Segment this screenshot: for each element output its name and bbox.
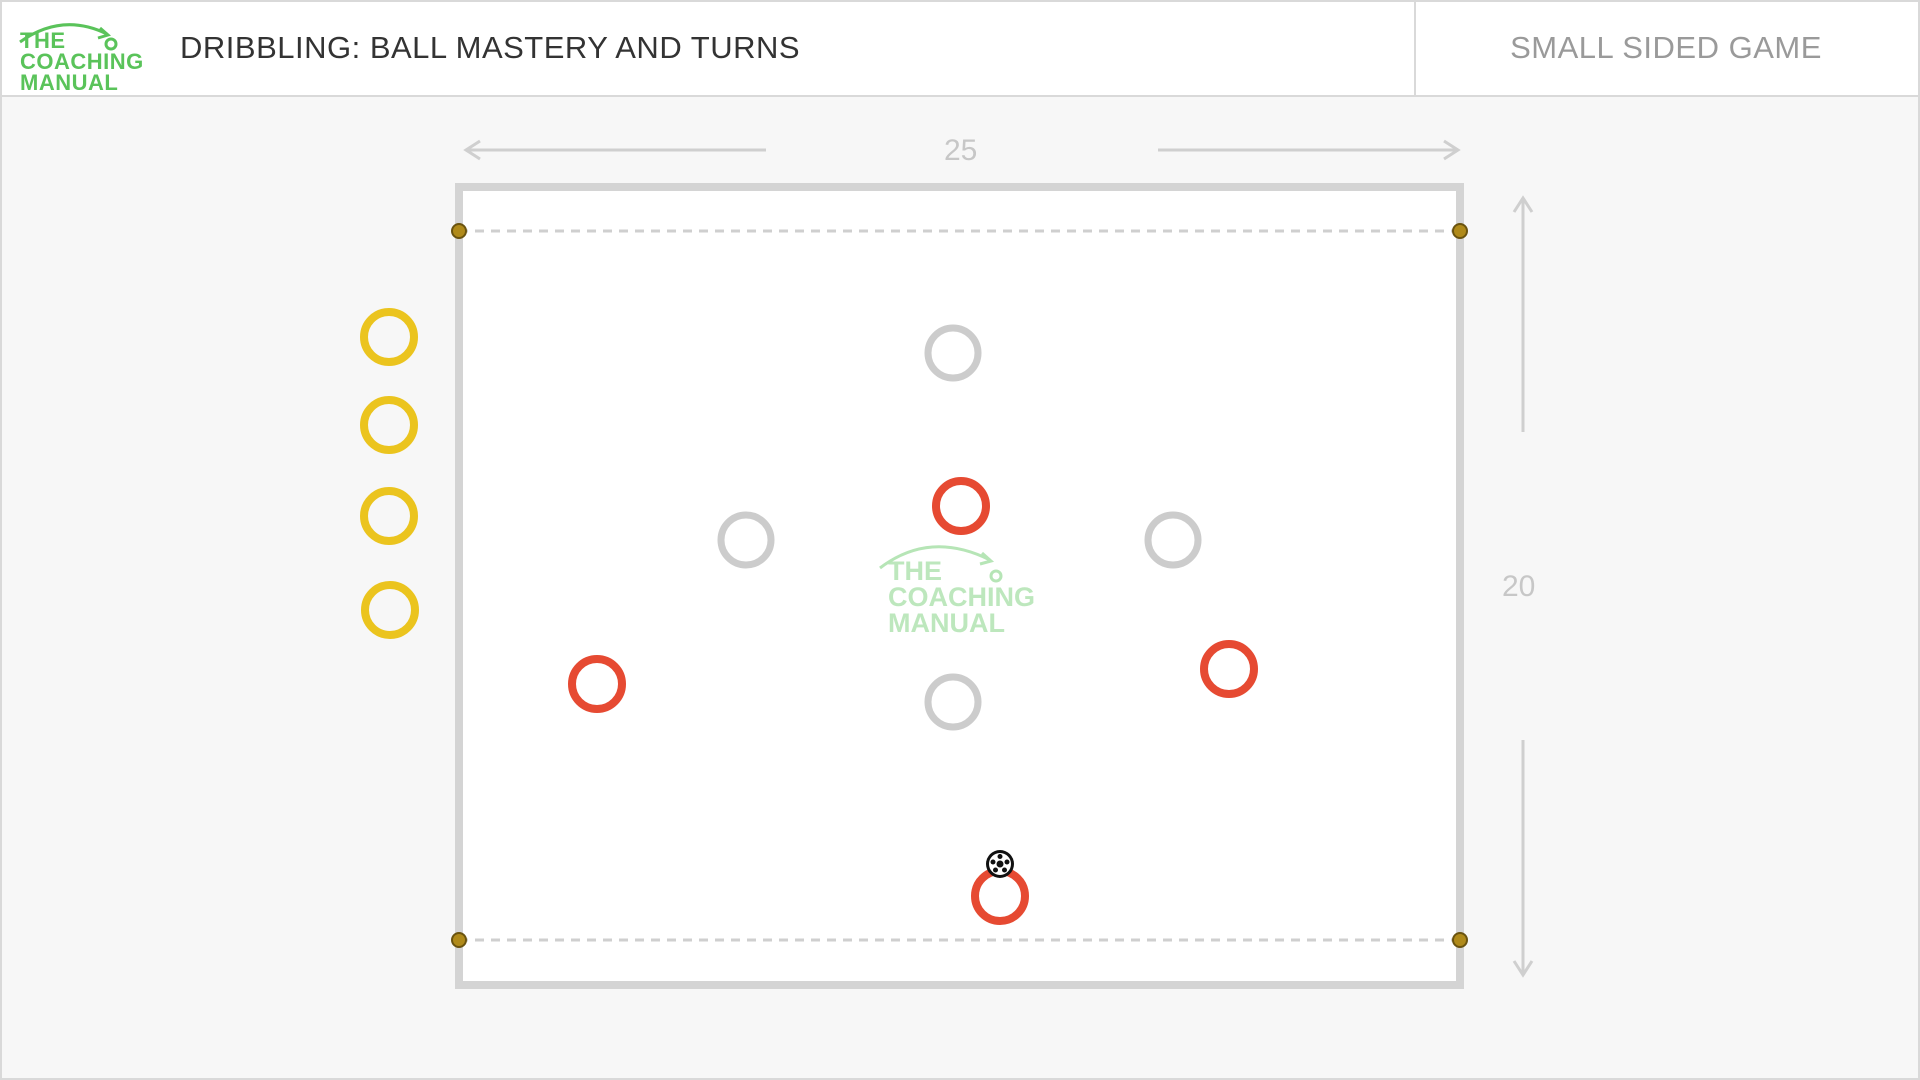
logo-line-2: COACHING: [20, 49, 144, 74]
yellow-player: [360, 396, 418, 454]
grey-cone: [717, 511, 775, 569]
grey-cone: [1144, 511, 1202, 569]
yellow-player: [361, 581, 419, 639]
page-title: DRIBBLING: BALL MASTERY AND TURNS: [180, 30, 801, 65]
soccer-ball-icon: [986, 850, 1014, 878]
pitch-boundary: [455, 183, 1464, 989]
pitch-height-label: 20: [1502, 570, 1536, 603]
curved-arrow-icon: [19, 23, 118, 51]
coaching-manual-logo: THE COACHING MANUAL: [12, 12, 152, 95]
watermark-line-3: MANUAL: [888, 608, 1005, 638]
yellow-team: [360, 308, 419, 639]
logo-line-3: MANUAL: [20, 70, 119, 95]
grey-cones: [717, 324, 1202, 731]
pitch-width-label: 25: [944, 134, 978, 167]
red-player: [1200, 640, 1258, 698]
watermark-arrow-icon: [879, 545, 1003, 583]
logo-line-1: THE: [20, 28, 66, 53]
width-dimension-arrow: [463, 139, 1461, 161]
corner-marker: [1452, 223, 1468, 239]
grey-cone: [924, 324, 982, 382]
height-dimension-arrow: [1512, 195, 1534, 978]
yellow-player: [360, 487, 418, 545]
corner-marker: [451, 932, 467, 948]
grey-cone: [924, 673, 982, 731]
corner-markers: [451, 223, 1468, 948]
header-divider: [1414, 2, 1416, 95]
watermark-logo: THE COACHING MANUAL: [888, 556, 1035, 638]
header-bar: THE COACHING MANUAL DRIBBLING: BALL MAST…: [2, 2, 1918, 97]
yellow-player: [360, 308, 418, 366]
red-player: [568, 655, 626, 713]
corner-marker: [1452, 932, 1468, 948]
session-category: SMALL SIDED GAME: [1510, 30, 1822, 65]
watermark-line-2: COACHING: [888, 582, 1035, 612]
red-player: [932, 477, 990, 535]
watermark-line-1: THE: [888, 556, 942, 586]
corner-marker: [451, 223, 467, 239]
